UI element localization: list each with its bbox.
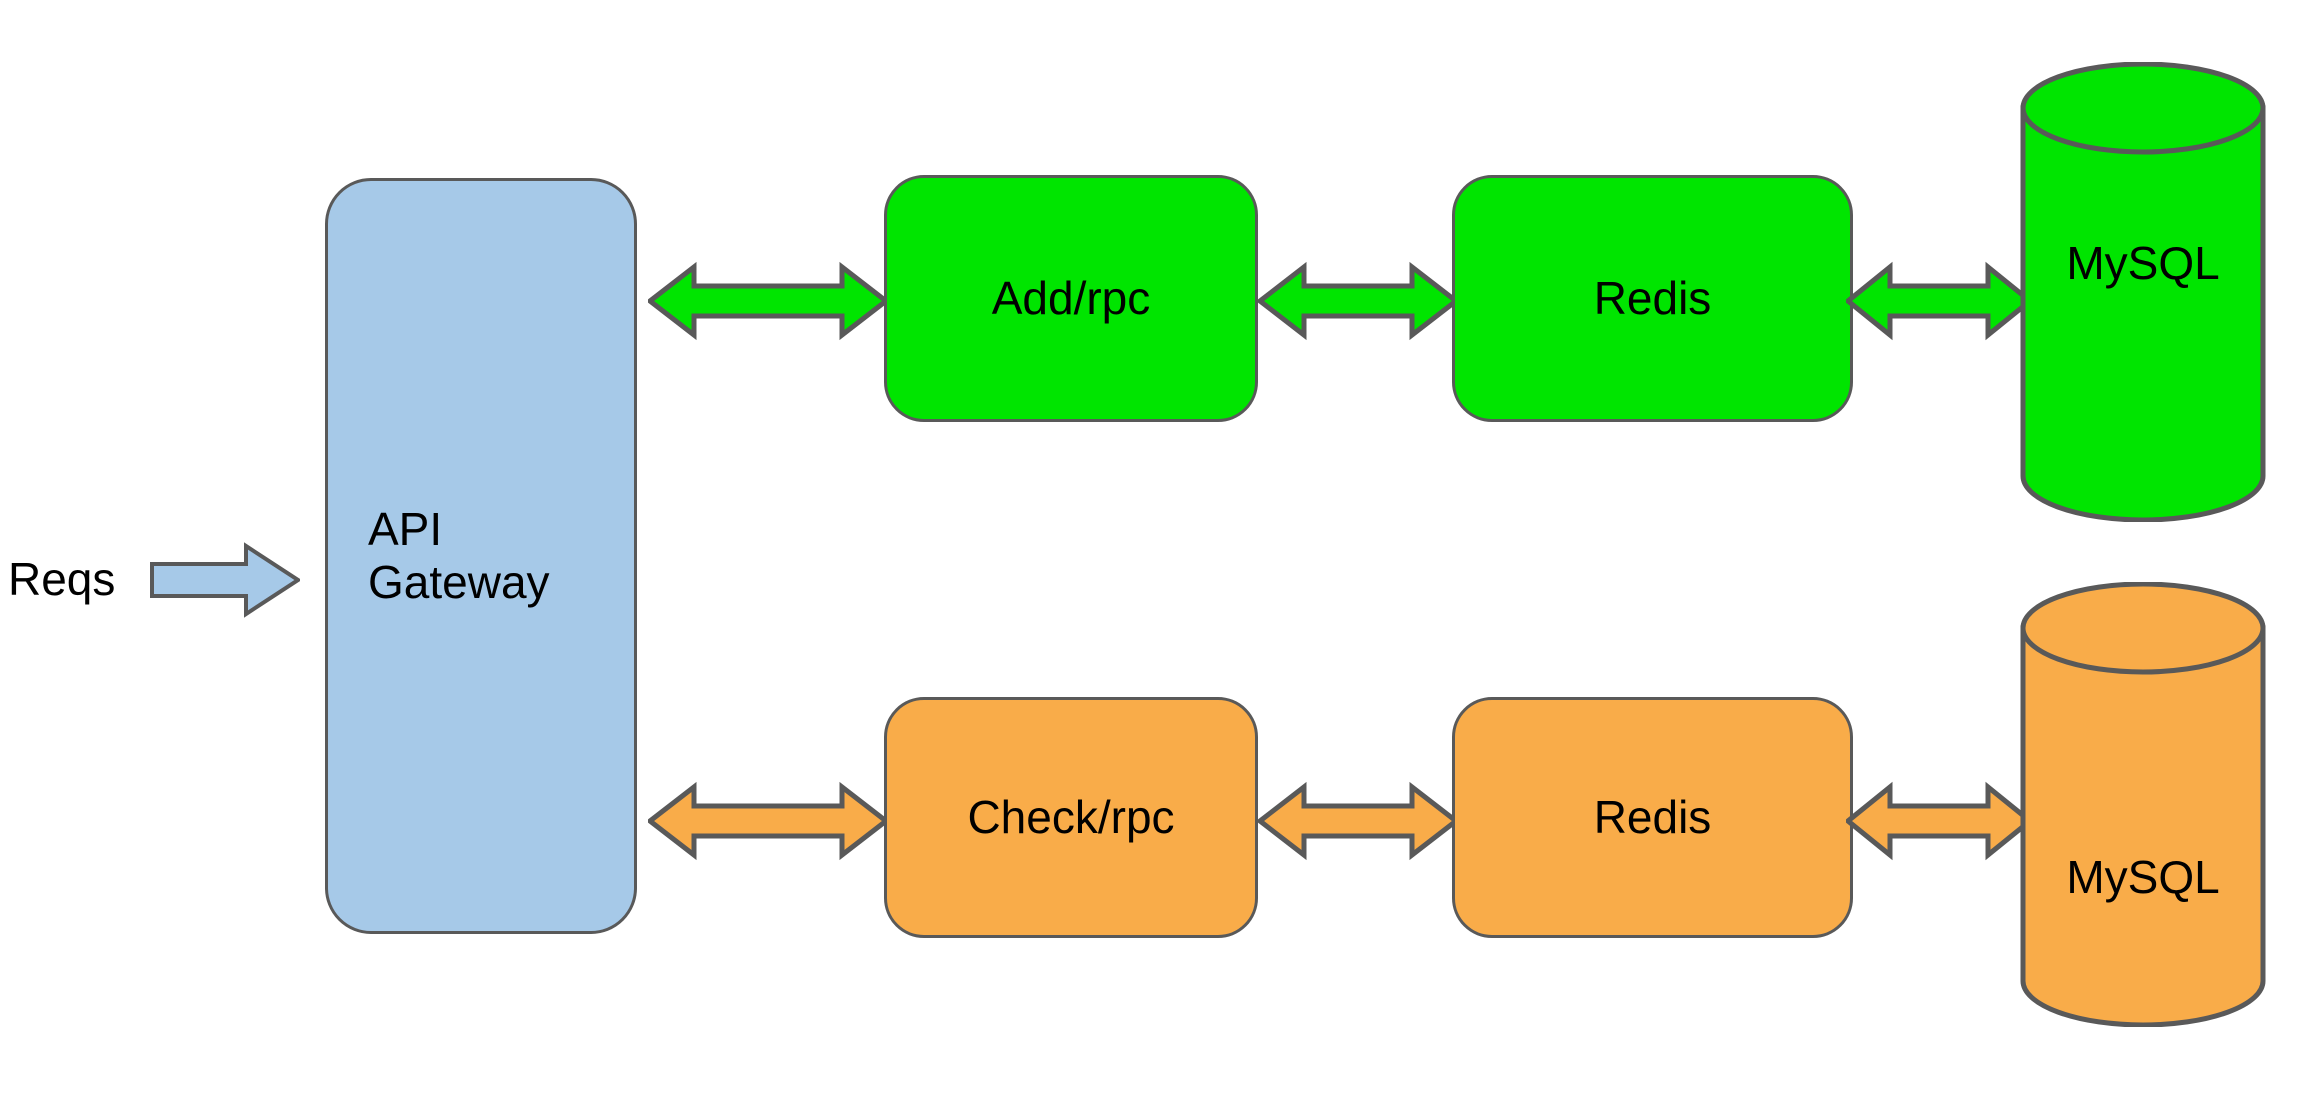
double-arrow-icon-redis-to-mysql-orange	[1846, 781, 2032, 861]
check-rpc-node[interactable]: Check/rpc	[884, 697, 1258, 938]
redis-orange-node[interactable]: Redis	[1452, 697, 1853, 938]
double-arrow-icon-gateway-to-add	[648, 261, 888, 341]
database-cylinder-icon-green	[2020, 61, 2266, 523]
api-gateway-label: API Gateway	[368, 503, 550, 608]
mysql-green-label: MySQL	[2066, 237, 2220, 289]
add-rpc-label: Add/rpc	[991, 272, 1151, 325]
redis-green-node[interactable]: Redis	[1452, 175, 1853, 422]
double-arrow-icon-check-to-redis	[1258, 781, 1458, 861]
reqs-inbound-arrow-icon	[150, 542, 300, 618]
redis-orange-label: Redis	[1593, 791, 1712, 844]
check-rpc-label: Check/rpc	[967, 791, 1175, 844]
double-arrow-icon-gateway-to-check	[648, 781, 888, 861]
mysql-green-node[interactable]: MySQL	[2020, 61, 2266, 523]
mysql-orange-label: MySQL	[2066, 851, 2220, 903]
add-rpc-node[interactable]: Add/rpc	[884, 175, 1258, 422]
redis-green-label: Redis	[1593, 272, 1712, 325]
mysql-orange-node[interactable]: MySQL	[2020, 581, 2266, 1028]
double-arrow-icon-add-to-redis	[1258, 261, 1458, 341]
api-gateway-node[interactable]: API Gateway	[325, 178, 637, 934]
reqs-label: Reqs	[8, 553, 116, 605]
database-cylinder-icon-orange	[2020, 581, 2266, 1028]
double-arrow-icon-redis-to-mysql-green	[1846, 261, 2032, 341]
